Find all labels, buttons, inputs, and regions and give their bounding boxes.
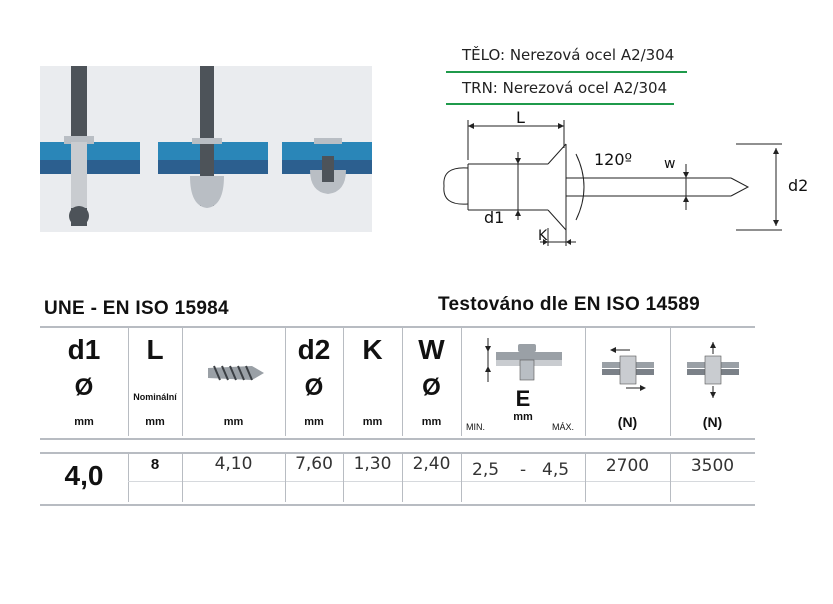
header-d2-diameter-glyph: Ø	[304, 374, 324, 401]
standard-tested-en-iso: Testováno dle EN ISO 14589	[438, 294, 700, 315]
rivet-technical-drawing: L 120º w d1 d2 K	[436, 108, 816, 256]
header-shear-unit: (N)	[617, 414, 638, 430]
body-material-text: TĚLO: Nerezová ocel A2/304	[462, 46, 675, 64]
dim-w-label: w	[664, 156, 676, 172]
dim-d2-label: d2	[788, 176, 809, 195]
tensile-test-icon	[685, 342, 741, 403]
header-W-symbol: W	[418, 334, 445, 365]
header-d1-symbol: d1	[67, 334, 101, 365]
header-d2-symbol: d2	[297, 334, 331, 365]
header-tensile-unit: (N)	[702, 414, 723, 430]
dim-K-label: K	[538, 228, 548, 244]
header-d1-diameter-glyph: Ø	[74, 374, 94, 401]
spec-table: d1 Ø mm L Nominální mm mm d2 Ø mm K mm W…	[40, 326, 755, 506]
cell-shear: 2700	[605, 456, 650, 476]
header-L-nominal: Nominální	[133, 392, 177, 402]
cell-d1: 4,0	[64, 460, 104, 491]
rivet-stages-image	[40, 66, 372, 226]
dim-angle-label: 120º	[594, 150, 633, 169]
cell-L: 8	[150, 456, 160, 473]
grip-range-icon	[480, 332, 570, 393]
cell-W: 2,40	[412, 454, 451, 474]
cell-tensile: 3500	[690, 456, 735, 476]
rivet-drawing-svg	[443, 120, 782, 246]
table-header-frame	[40, 326, 755, 440]
cell-E-max: 4,5	[542, 460, 570, 480]
header-W-unit: mm	[421, 416, 442, 428]
header-drill-unit: mm	[223, 416, 244, 428]
header-E-unit: mm	[513, 411, 533, 423]
header-K-symbol: K	[362, 334, 383, 365]
header-L-unit: mm	[145, 416, 165, 428]
dim-L-label: L	[516, 108, 525, 127]
header-E-max: MÁX.	[552, 422, 575, 432]
cell-d2: 7,60	[295, 454, 333, 474]
mandrel-material-underline	[446, 103, 674, 105]
dim-d1-label: d1	[484, 208, 505, 227]
drill-bit-icon	[206, 362, 266, 389]
header-K-unit: mm	[362, 416, 383, 428]
header-d2-unit: mm	[304, 416, 324, 428]
header-W-diameter-glyph: Ø	[422, 374, 441, 401]
cell-K: 1,30	[353, 454, 392, 474]
body-material-underline	[446, 71, 687, 73]
rivet-process-illustration	[40, 66, 372, 232]
mandrel-material-text: TRN: Nerezová ocel A2/304	[462, 79, 668, 97]
header-d1-unit: mm	[74, 416, 94, 428]
shear-test-icon	[600, 342, 656, 397]
header-E-symbol: E	[515, 386, 531, 411]
header-L-symbol: L	[146, 334, 164, 365]
header-E-min: MIN.	[466, 422, 485, 432]
standard-une-en-iso: UNE - EN ISO 15984	[44, 298, 229, 319]
cell-E-min: 2,5	[472, 460, 500, 480]
cell-E-dash: -	[520, 460, 527, 480]
table-row	[40, 452, 755, 506]
cell-drill: 4,10	[214, 454, 253, 474]
